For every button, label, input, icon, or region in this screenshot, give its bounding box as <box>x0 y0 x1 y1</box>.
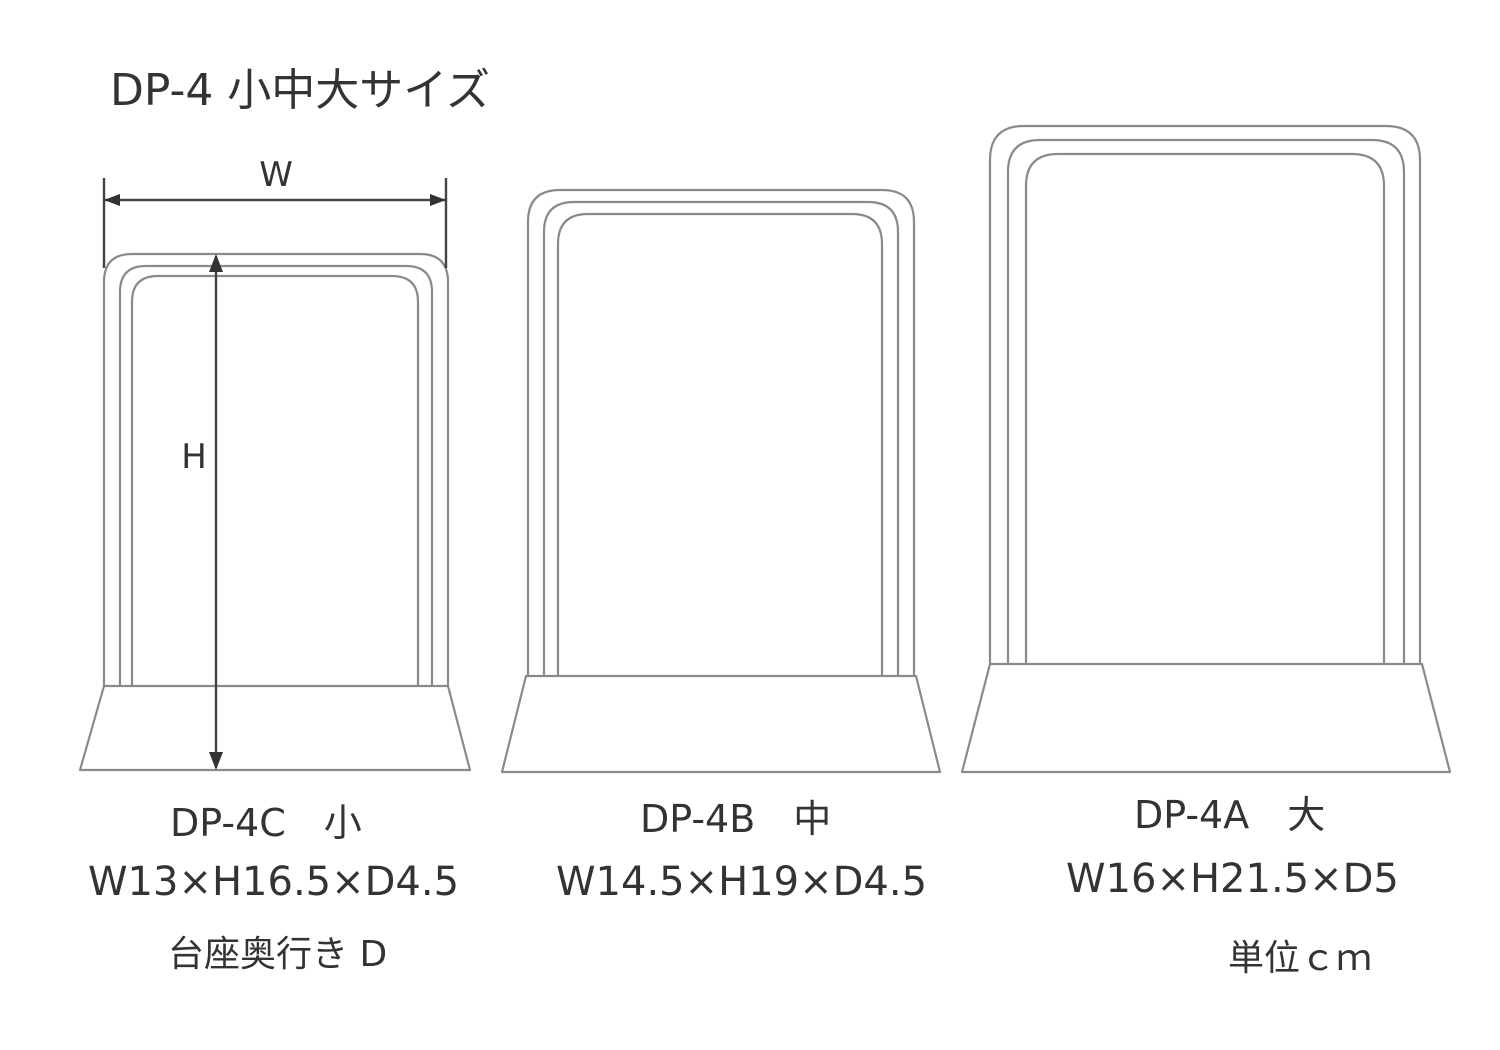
width-label: W <box>259 155 293 195</box>
depth-note: 台座奥行き D <box>168 934 387 975</box>
unit-note: 単位ｃｍ <box>1228 938 1372 979</box>
stand-large <box>960 124 1452 774</box>
height-arrow-bottom <box>209 752 223 770</box>
diagram-title: DP-4 小中大サイズ <box>110 65 490 116</box>
height-dimension: H <box>181 254 223 770</box>
product-large-size: W16×H21.5×D5 <box>1066 856 1399 902</box>
stand-medium <box>500 188 942 774</box>
stand-medium-frame-middle <box>542 200 900 676</box>
stand-large-frame-outer <box>988 124 1422 664</box>
width-arrow-right <box>430 194 446 206</box>
stand-large-frame-inner <box>1024 152 1386 664</box>
stand-large-base <box>960 662 1452 774</box>
stand-small-frame-inner <box>130 274 420 686</box>
product-medium-size: W14.5×H19×D4.5 <box>556 859 927 905</box>
width-arrow-left <box>104 194 120 206</box>
stand-medium-frame-outer <box>526 188 916 676</box>
stand-small-base <box>78 684 472 772</box>
product-large-model: DP-4A 大 <box>1134 793 1325 837</box>
stand-small-frame-outer <box>102 252 450 686</box>
product-small-model: DP-4C 小 <box>170 801 362 845</box>
stand-large-frame-middle <box>1006 138 1406 664</box>
product-small-size: W13×H16.5×D4.5 <box>88 859 459 905</box>
stand-small <box>78 252 472 772</box>
height-arrow-top <box>209 254 223 272</box>
stand-small-frame-middle <box>118 264 434 686</box>
product-medium-model: DP-4B 中 <box>640 797 831 841</box>
stand-medium-base <box>500 674 942 774</box>
height-label: H <box>181 437 207 477</box>
stand-medium-frame-inner <box>556 212 884 676</box>
width-dimension: W <box>102 155 448 268</box>
